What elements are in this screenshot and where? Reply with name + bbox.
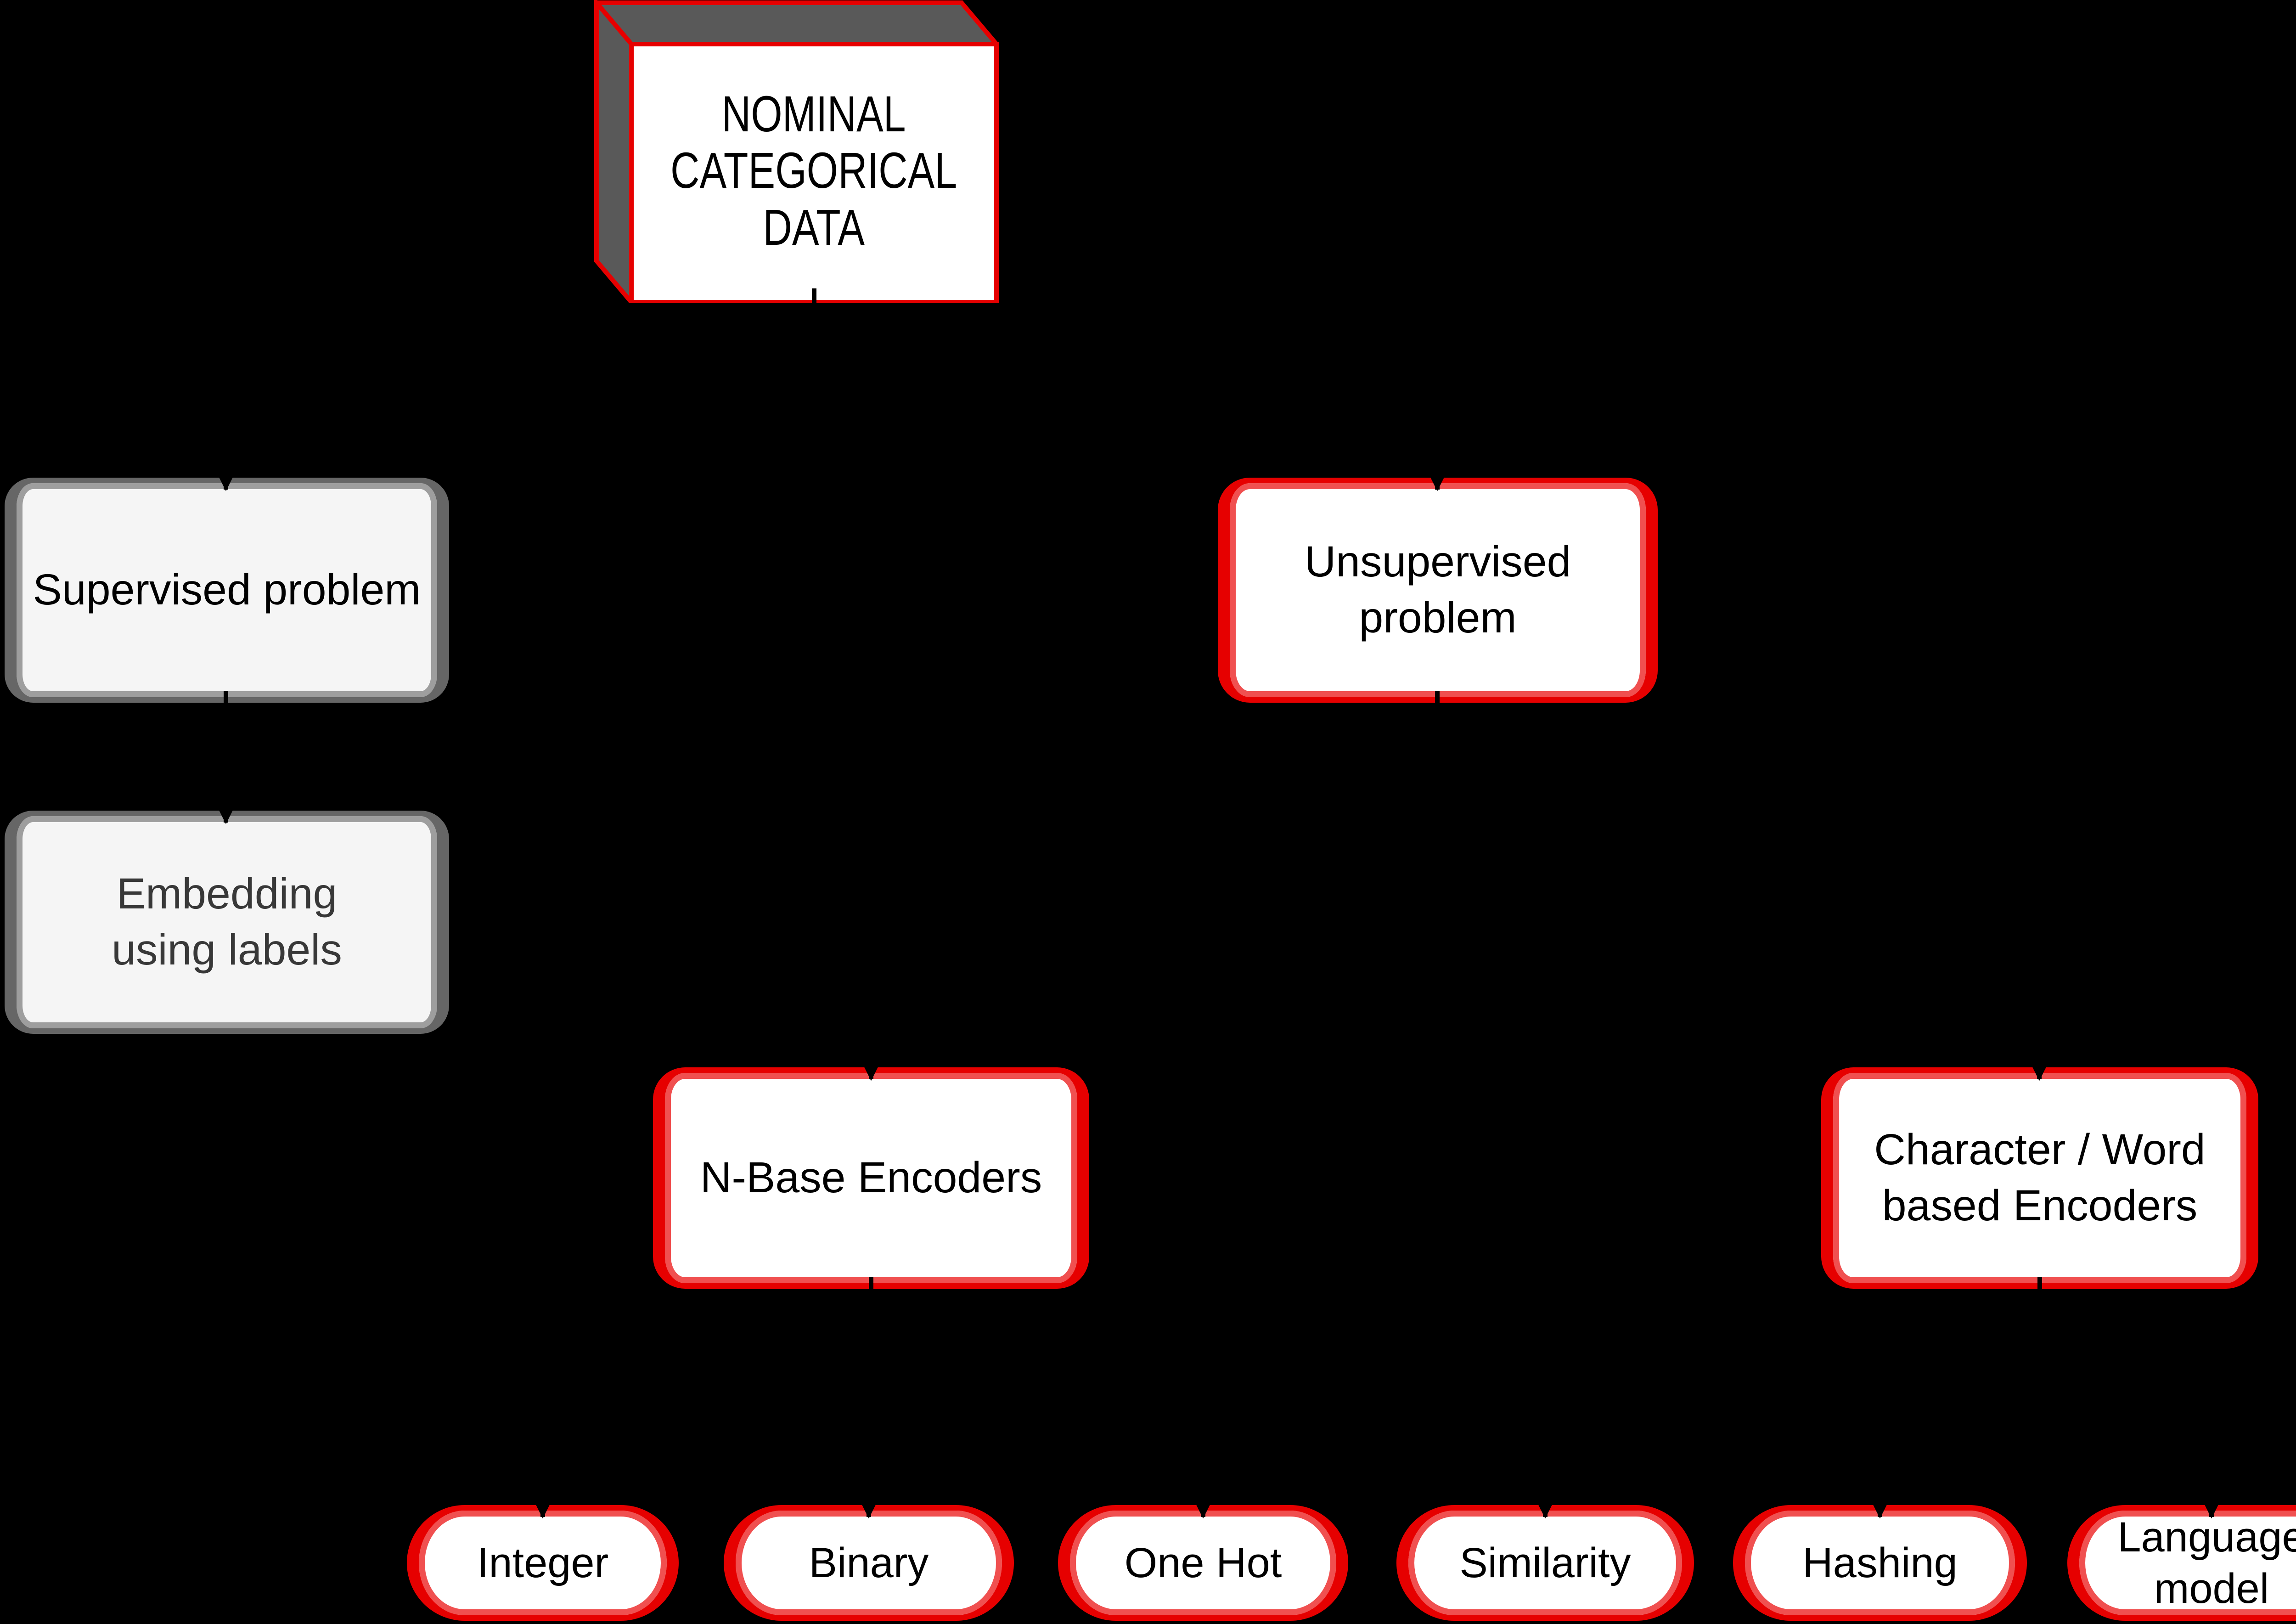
node-label: Integer <box>477 1539 609 1586</box>
node-label: Embedding using labels <box>112 869 342 974</box>
node-n-base-encoders: N-Base Encoders <box>653 1067 1089 1289</box>
cube-front-face <box>629 42 999 303</box>
node-label: Character / Word based Encoders <box>1874 1125 2206 1230</box>
node-hashing: Hashing <box>1733 1505 2027 1621</box>
node-label: N-Base Encoders <box>700 1153 1042 1202</box>
edge-charword-to-similarity <box>1537 1277 2042 1519</box>
node-character-word-based-encoders: Character / Word based Encoders <box>1821 1067 2258 1289</box>
node-one-hot: One Hot <box>1058 1505 1348 1621</box>
node-label: Similarity <box>1459 1539 1631 1586</box>
node-nominal-categorical-data: NOMINAL CATEGORICAL DATA <box>631 42 996 299</box>
nominal-data-cube <box>594 0 999 303</box>
edge-charword-to-gamma <box>2037 1277 2296 1394</box>
node-label: Language model <box>2117 1513 2296 1612</box>
node-embedding-using-labels: Embedding using labels <box>5 811 449 1034</box>
node-label: Unsupervised problem <box>1304 537 1571 642</box>
edge-charword-to-langmodel <box>2037 1277 2220 1519</box>
edge-charword-to-hashing <box>1872 1277 2042 1519</box>
node-label: NOMINAL CATEGORICAL DATA <box>670 86 957 256</box>
edge-nominal-to-supervised <box>218 288 816 491</box>
edge-nbase-to-onehot <box>869 1277 1211 1519</box>
node-label: Hashing <box>1802 1539 1958 1586</box>
node-language-model: Language model <box>2067 1505 2296 1621</box>
node-unsupervised-problem: Unsupervised problem <box>1218 478 1658 703</box>
node-label: One Hot <box>1124 1539 1282 1586</box>
edge-unsupervised-to-charword <box>1435 691 2048 1081</box>
node-label: Supervised problem <box>33 565 421 615</box>
edge-unsupervised-to-nbase <box>863 691 1440 1081</box>
edge-nbase-to-integer <box>535 1277 873 1519</box>
node-label: Binary <box>809 1539 929 1586</box>
edge-nominal-to-unsupervised <box>812 288 1446 491</box>
